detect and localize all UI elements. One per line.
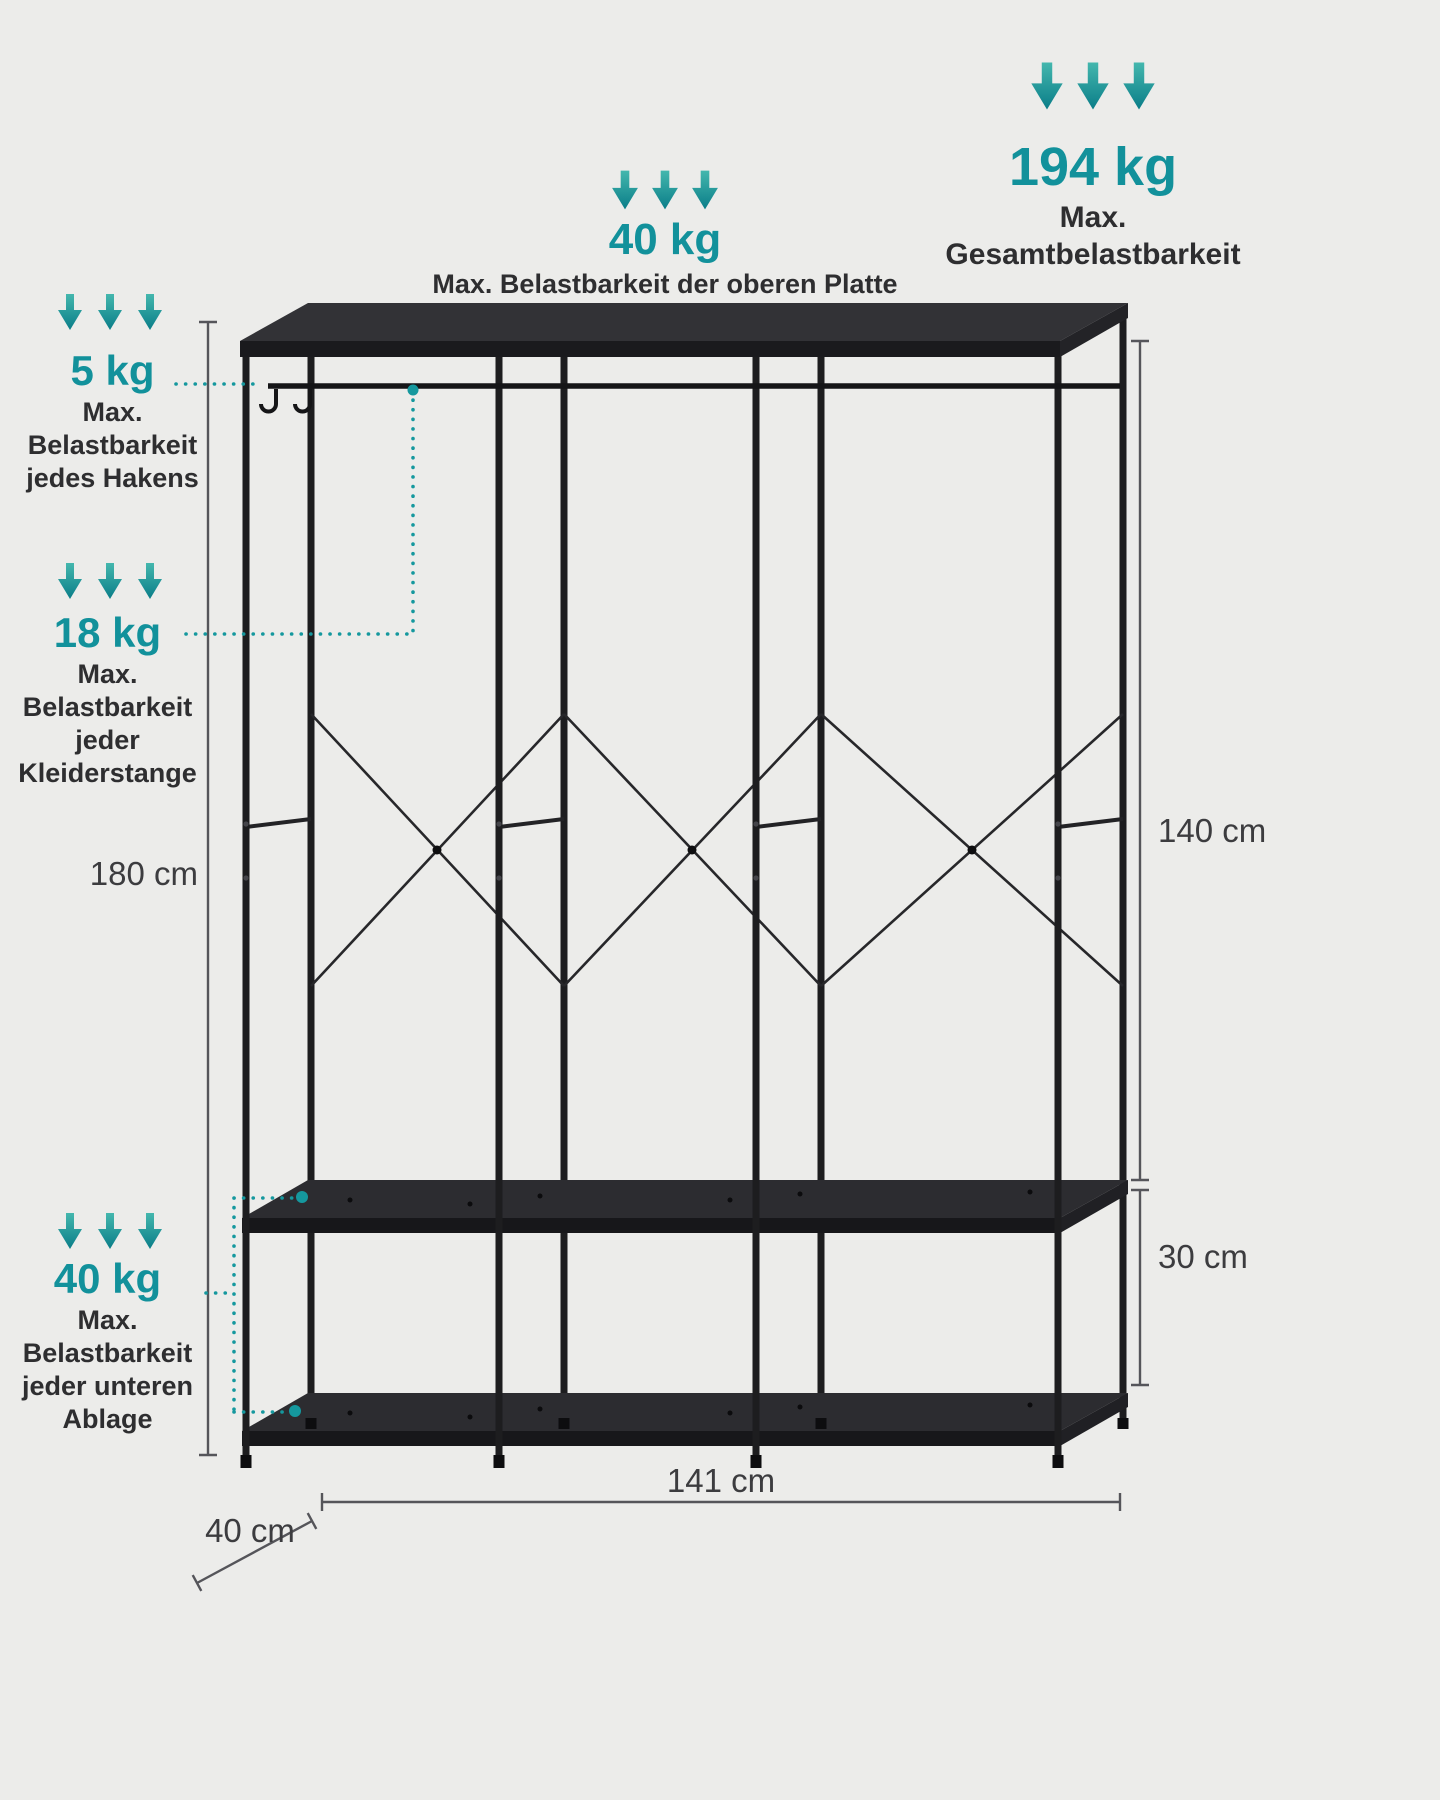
annotation-total-load: 194 kg Max. Gesamtbelastbarkeit <box>918 138 1268 274</box>
annotation-shelf-load: 40 kg Max. Belastbarkeit jeder unteren A… <box>0 1256 215 1436</box>
dimension-lines <box>191 320 1149 1592</box>
down-arrows-icon <box>58 563 162 599</box>
top-plate-load-label: Max. Belastbarkeit der oberen Platte <box>432 268 898 299</box>
dimension-shelf-spacing: 30 cm <box>1158 1238 1248 1275</box>
shelf-load-value: 40 kg <box>53 1255 162 1302</box>
top-plate-load-value: 40 kg <box>608 215 722 264</box>
annotation-rail-load: 18 kg Max. Belastbarkeit jeder Kleiderst… <box>0 610 215 790</box>
leader-lines <box>174 382 415 1414</box>
rail-load-label: Max. Belastbarkeit jeder Kleiderstange <box>18 659 197 789</box>
total-load-value: 194 kg <box>1008 137 1178 197</box>
dimension-total-height: 180 cm <box>89 855 198 892</box>
dimension-side-height: 140 cm <box>1158 812 1267 849</box>
rail-load-value: 18 kg <box>53 609 162 656</box>
lower-shelf <box>242 1393 1128 1446</box>
hooks <box>259 389 312 414</box>
total-load-label: Max. Gesamtbelastbarkeit <box>945 201 1241 271</box>
top-plate <box>240 303 1128 357</box>
down-arrows-icon <box>612 170 718 210</box>
garment-rack <box>240 303 1129 1468</box>
shelf-load-label: Max. Belastbarkeit jeder unteren Ablage <box>21 1305 194 1435</box>
hook-load-value: 5 kg <box>70 347 155 394</box>
dimension-depth: 40 cm <box>205 1512 295 1549</box>
upper-shelf <box>242 1180 1128 1233</box>
down-arrows-icon <box>58 294 162 330</box>
annotation-top-plate-load: 40 kg Max. Belastbarkeit der oberen Plat… <box>385 216 945 300</box>
dimension-width: 141 cm <box>666 1462 776 1499</box>
annotation-hook-load: 5 kg Max. Belastbarkeit jedes Hakens <box>5 348 220 495</box>
hook-load-label: Max. Belastbarkeit jedes Hakens <box>26 397 199 494</box>
down-arrows-icon <box>58 1213 162 1249</box>
down-arrows-icon <box>1031 62 1155 110</box>
